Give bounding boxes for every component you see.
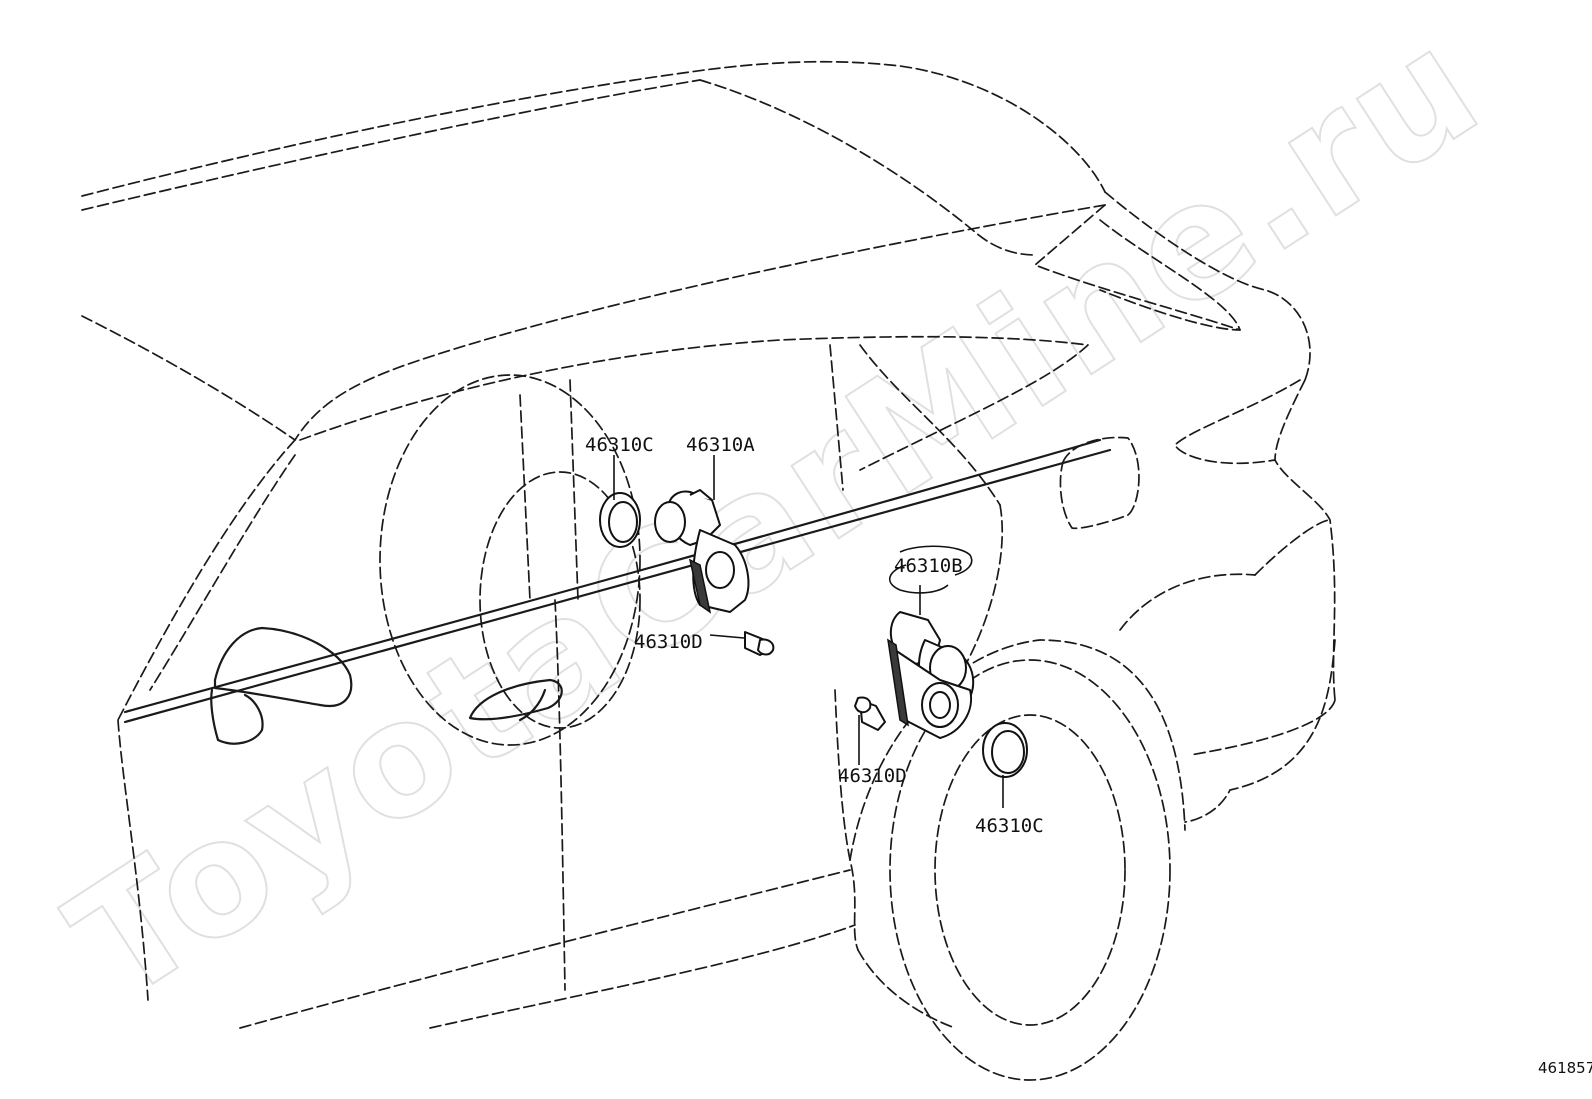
callout-46310B: 46310B — [894, 555, 963, 577]
callout-46310A: 46310A — [686, 434, 755, 456]
diagram-number: 461857 — [1538, 1059, 1592, 1077]
callout-46310C-rear: 46310C — [975, 815, 1044, 837]
door-lock-motor-icon[interactable] — [654, 489, 750, 614]
watermark: ToyotaCarMine.ru — [40, 0, 1511, 1037]
callout-46310C-front: 46310C — [585, 434, 654, 456]
vehicle-outline — [81, 60, 1336, 1081]
grommet-icon[interactable] — [599, 492, 641, 548]
grommet-icon[interactable] — [982, 722, 1028, 778]
bolt-icon[interactable] — [854, 696, 886, 731]
leader-lines — [613, 455, 1004, 808]
door-lock-motor-icon[interactable] — [887, 611, 975, 739]
callout-46310D-rear: 46310D — [838, 765, 907, 787]
callout-46310D-front: 46310D — [634, 631, 703, 653]
bolt-icon[interactable] — [744, 631, 775, 656]
